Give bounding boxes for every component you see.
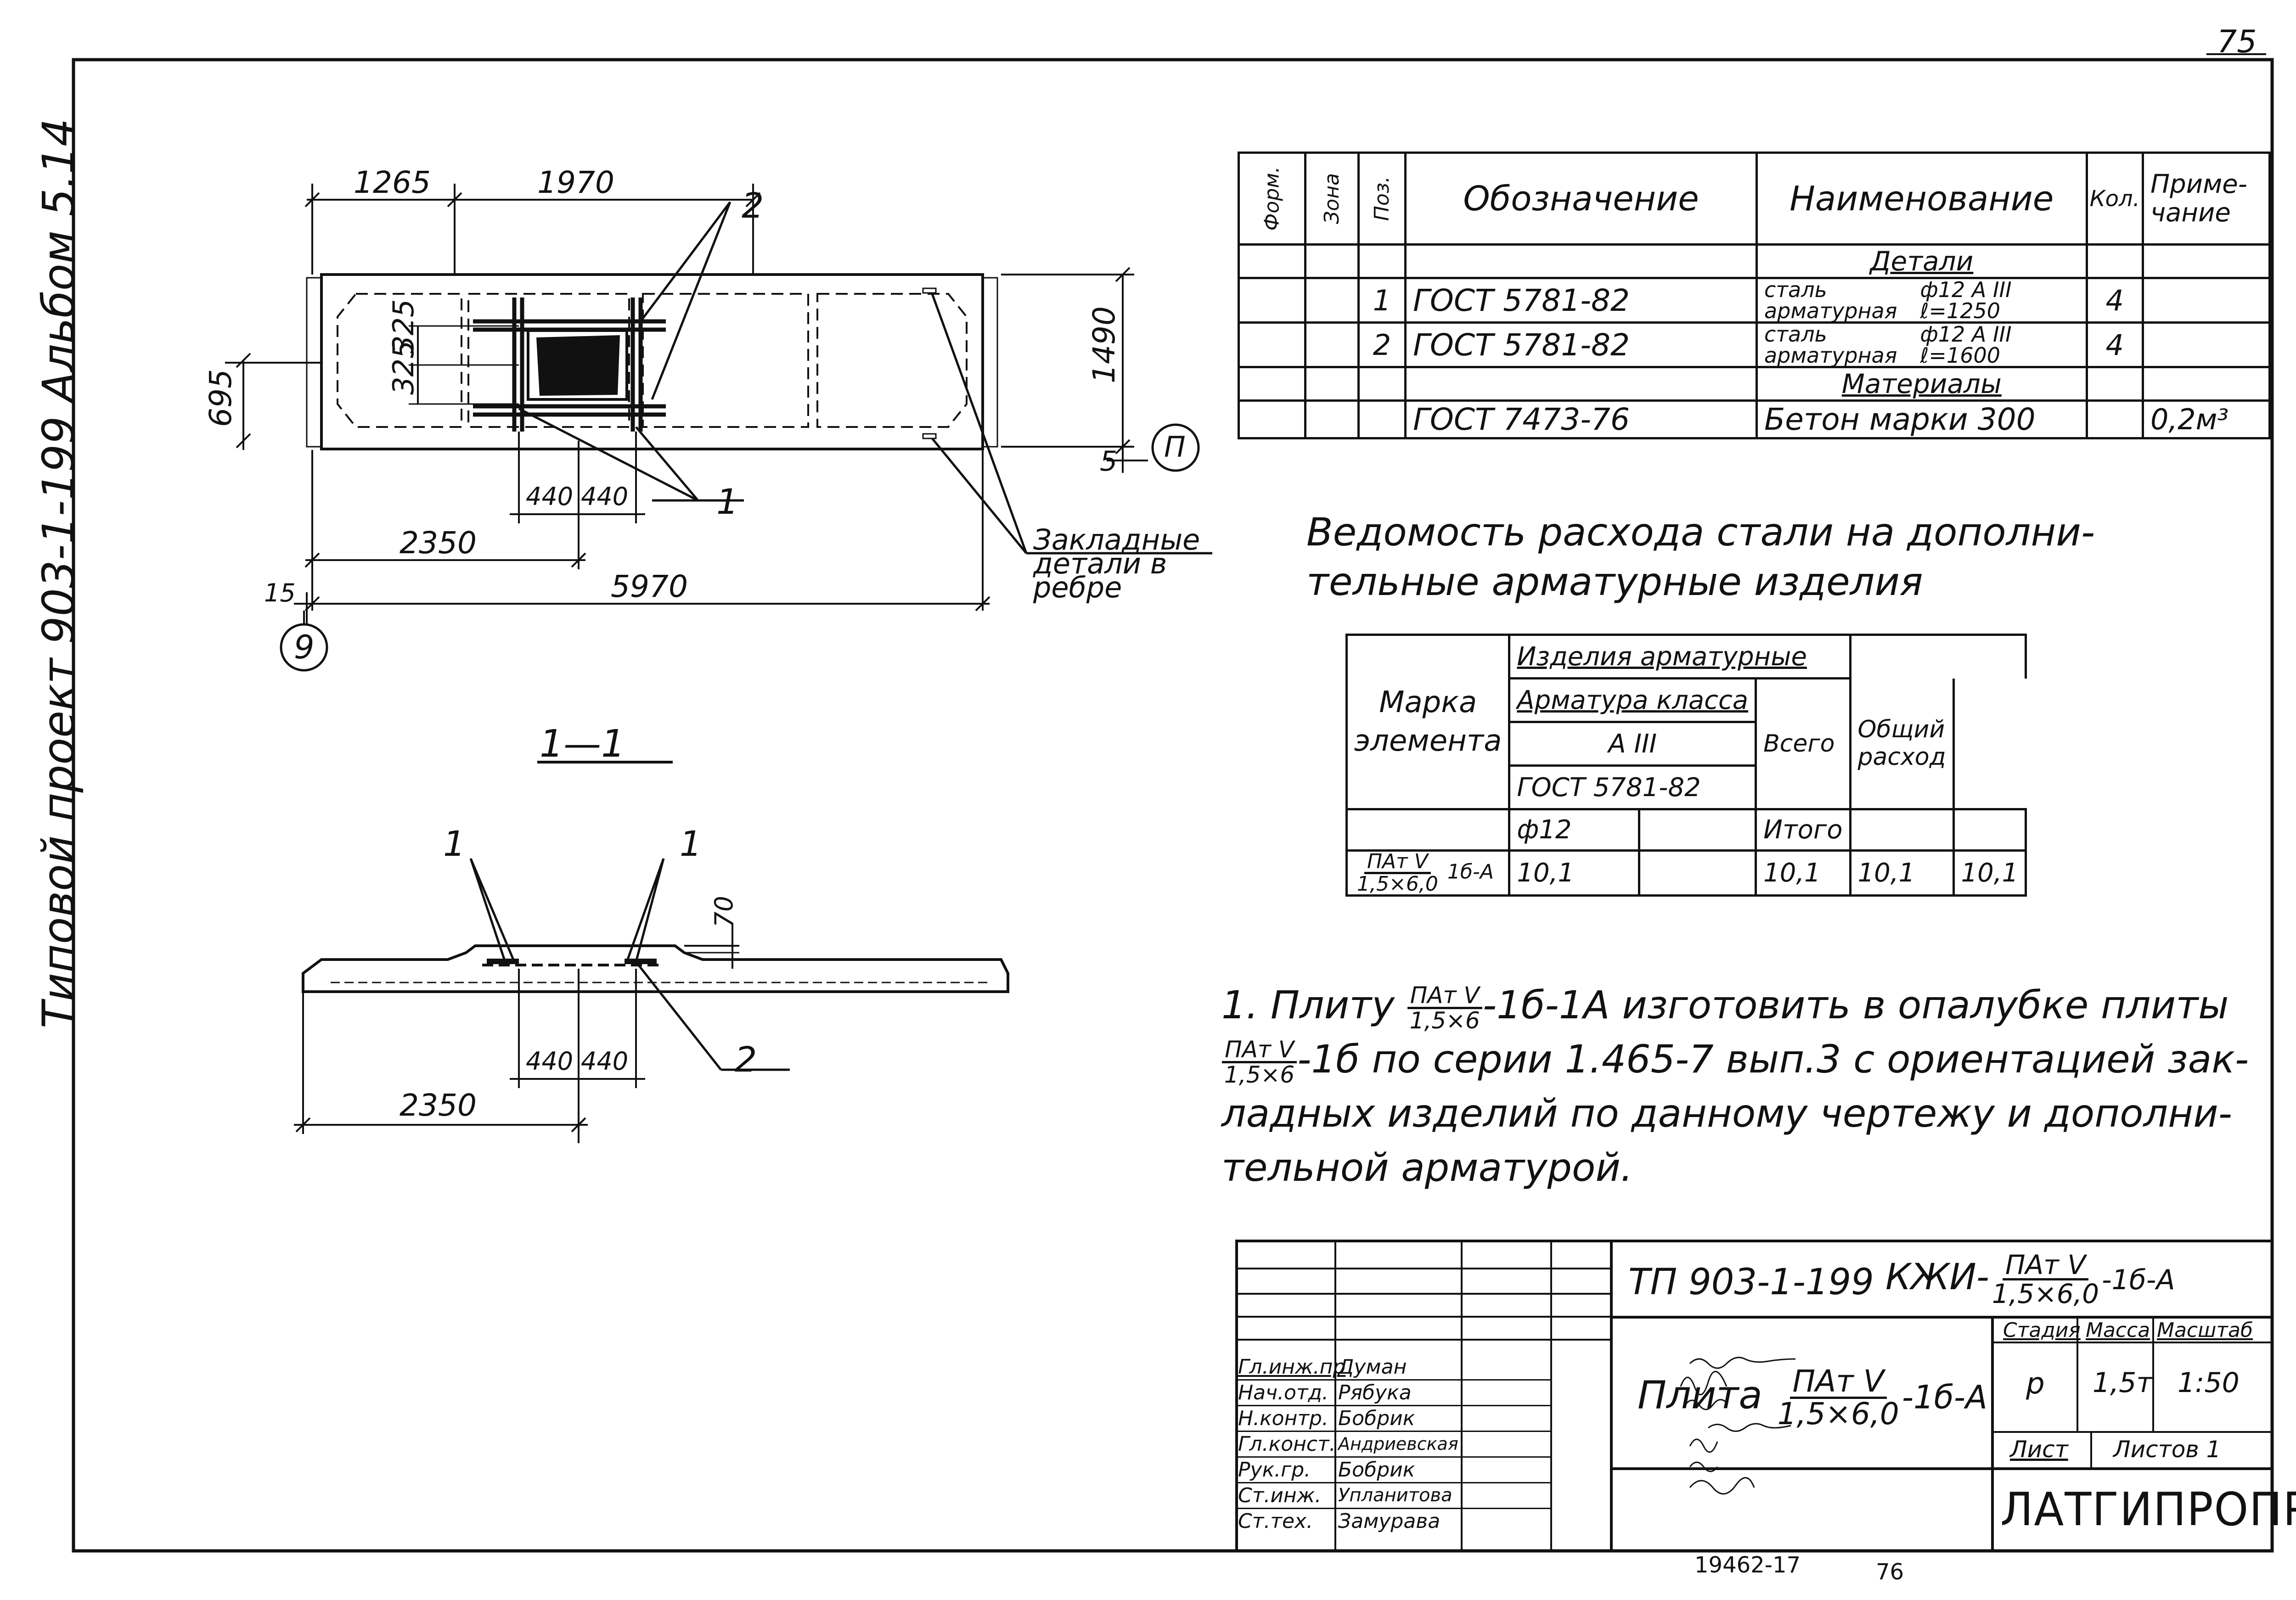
sec-dim-440-b: 440 [581, 1047, 629, 1076]
dim-695: 695 [203, 369, 238, 427]
scale-value: 1:50 [2178, 1367, 2240, 1399]
spec-table: Форм. Зона Поз. Обозначение Наименование… [1238, 152, 2271, 439]
bottom-number-2: 76 [1876, 1559, 1904, 1585]
bottom-number: 19462-17 [1694, 1552, 1801, 1578]
plate-plan [306, 273, 998, 450]
dim-1265: 1265 [354, 165, 431, 200]
sec-dim-440-a: 440 [526, 1047, 574, 1076]
section-callout-1b: 1 [680, 823, 702, 864]
mass-value: 1,5т [2093, 1367, 2153, 1399]
dim-1490: 1490 [1086, 306, 1122, 383]
side-title: Типовой проект 903-1-199 Альбом 5.14 [33, 118, 84, 1028]
sec-dim-2350: 2350 [400, 1088, 477, 1123]
section-callout-2: 2 [735, 1039, 757, 1080]
axis-p: П [1164, 430, 1186, 464]
stage-value: р [2026, 1367, 2045, 1401]
steel-table: Марка элемента Изделия арматурные Армату… [1345, 634, 2027, 897]
col-designation: Обозначение [1404, 152, 1758, 246]
page-number: 75 [2217, 24, 2257, 60]
dim-325-b: 325 [387, 299, 420, 354]
steel-title: Ведомость расхода стали на дополни- тель… [1306, 510, 2095, 604]
sheet-border [72, 58, 2274, 1553]
dim-70: 70 [709, 896, 738, 927]
dim-1970: 1970 [537, 165, 614, 200]
axis-9: 9 [294, 629, 315, 666]
callout-1: 1 [716, 481, 739, 522]
section-label: 1—1 [540, 722, 625, 766]
dim-440-a: 440 [526, 482, 574, 511]
dim-440-b: 440 [581, 482, 629, 511]
callout-2: 2 [742, 185, 764, 226]
col-name: Наименование [1755, 152, 2088, 246]
organization: ЛАТГИПРОПРОМ [2000, 1482, 2296, 1536]
dim-5: 5 [1100, 445, 1118, 477]
project-code: ТП 903-1-199 [1628, 1262, 1874, 1303]
section-callout-1a: 1 [443, 823, 466, 864]
spec-row: ГОСТ 7473-76 Бетон марки 300 0,2м³ [1238, 399, 2271, 439]
dim-15: 15 [264, 578, 296, 607]
dim-5970: 5970 [611, 569, 688, 604]
dim-2350: 2350 [400, 525, 477, 561]
